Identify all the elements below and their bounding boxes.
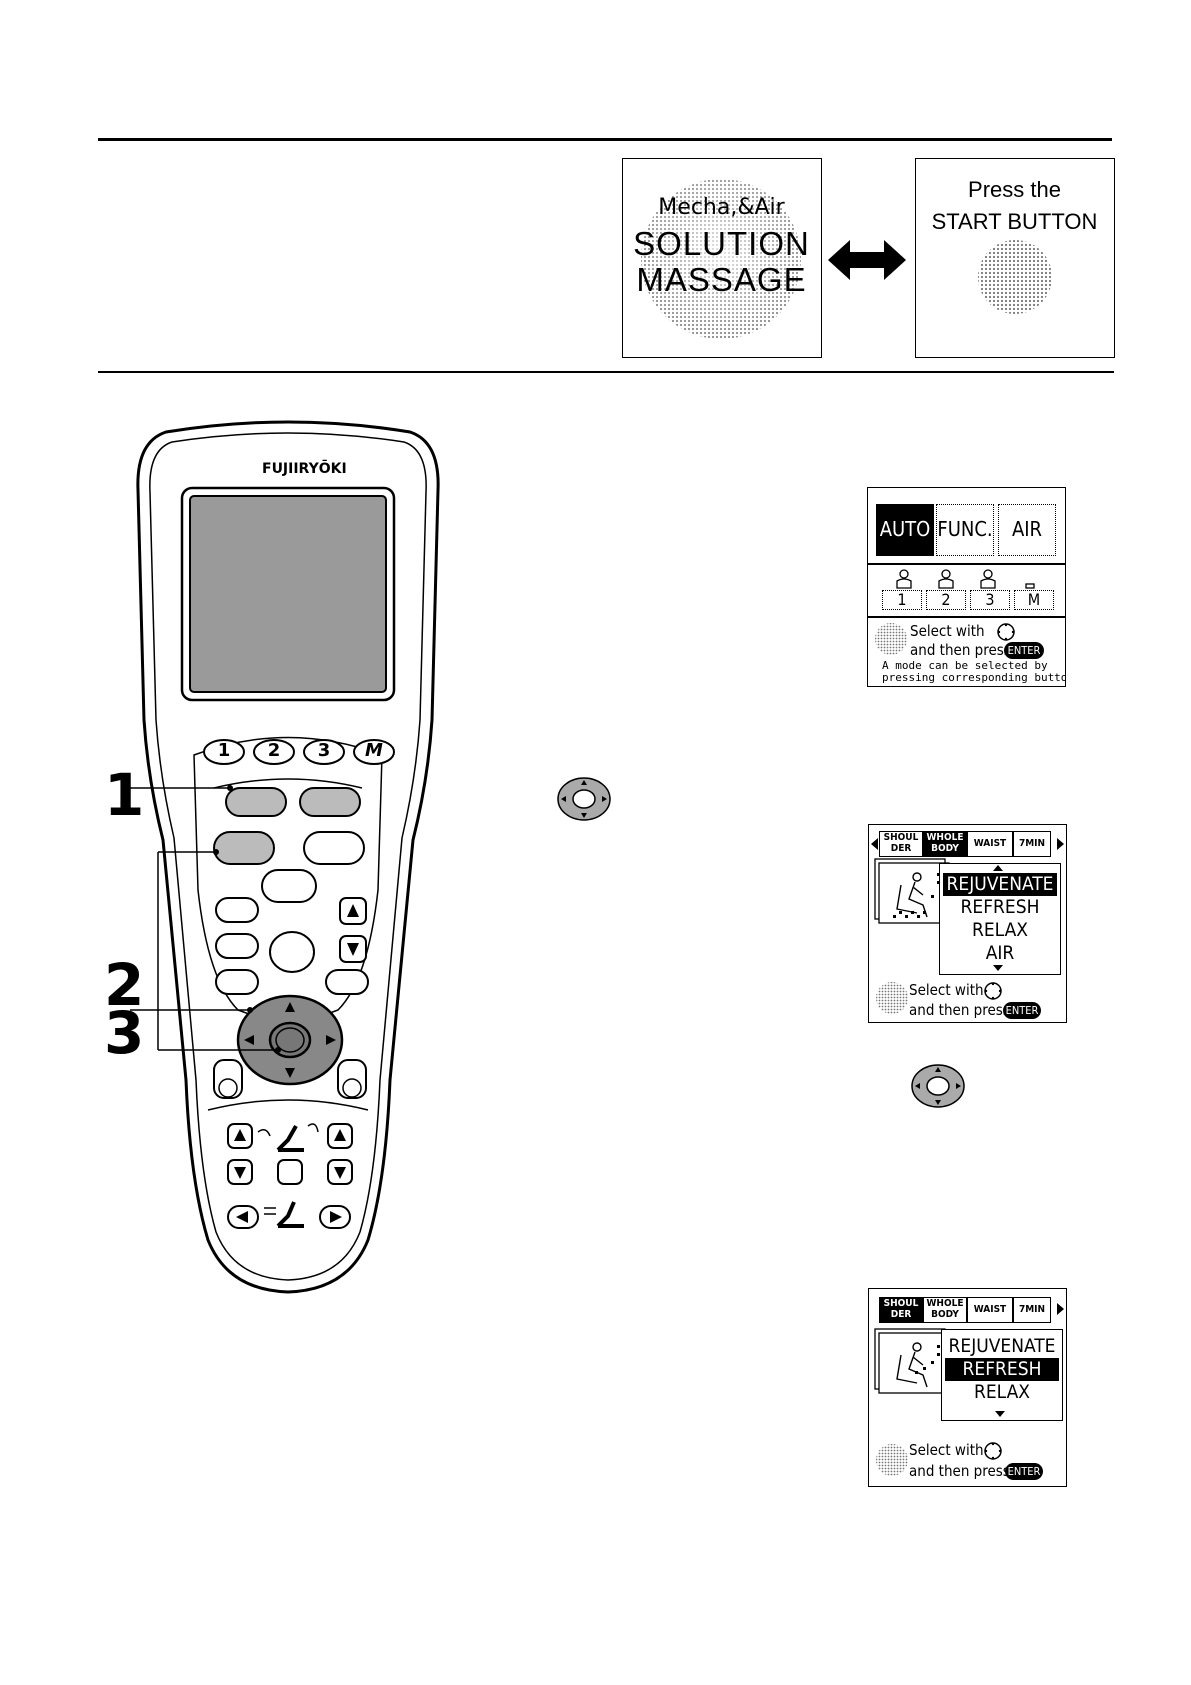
tab-air-label: AIR	[1011, 517, 1043, 541]
program-item[interactable]: REFRESH	[960, 896, 1040, 918]
hint-dot-icon	[876, 1444, 908, 1476]
logo-screen-panel: Mecha,&Air SOLUTION MASSAGE	[622, 158, 822, 358]
program-tab[interactable]: WAIST	[967, 1297, 1013, 1323]
dpad-glyph-icon	[984, 1442, 1002, 1460]
tab-scroll-left-icon[interactable]	[871, 838, 878, 850]
program-item[interactable]: REJUVENATE	[943, 873, 1057, 896]
program-item[interactable]: REFRESH	[945, 1358, 1059, 1381]
tab-scroll-right-icon[interactable]	[1057, 838, 1064, 850]
logo-line-massage: MASSAGE	[636, 261, 807, 298]
list-scroll-down-icon[interactable]	[993, 965, 1003, 971]
callout-leader-lines	[130, 785, 281, 1053]
program-tab-line1: 7MIN	[1018, 1304, 1046, 1315]
start-line-button: START BUTTON	[931, 209, 1098, 234]
enter-badge: ENTER	[1004, 642, 1044, 659]
remote-brand: FUJIIRYŌKI	[262, 461, 347, 477]
program-tab-line2: BODY	[931, 843, 959, 854]
preset-button-m[interactable]: M	[365, 740, 383, 761]
mode-note-line1: A mode can be selected by	[882, 659, 1048, 672]
tab-scroll-right-icon[interactable]	[1057, 1303, 1064, 1315]
tab-auto[interactable]: AUTO	[876, 504, 934, 556]
top-rule	[98, 138, 1112, 141]
enter-badge: ENTER	[1003, 1002, 1041, 1019]
program-item[interactable]: RELAX	[971, 919, 1029, 941]
user-icons	[896, 569, 1035, 589]
callout-3: 3	[104, 999, 145, 1067]
user-slot-2[interactable]: 2	[926, 590, 966, 610]
dpad-glyph-icon	[984, 982, 1002, 1000]
program-item[interactable]: RELAX	[973, 1381, 1031, 1403]
mode-selection-screen: AUTO FUNC. AIR 1 2 3 M Select with and t…	[867, 487, 1066, 687]
enter-badge-label: ENTER	[1007, 1465, 1041, 1478]
program-tab-line1: WHOLE	[926, 832, 964, 843]
callout-2: 2	[104, 951, 145, 1019]
start-screen-panel: Press the START BUTTON	[915, 158, 1115, 358]
toggle-double-arrow-icon	[828, 240, 906, 280]
preset-button-3[interactable]: 3	[317, 740, 331, 761]
program-tab-line2: BODY	[931, 1309, 959, 1320]
dpad-icon	[911, 1064, 965, 1108]
hint-then-press: and then press	[909, 1462, 1010, 1480]
tab-func[interactable]: FUNC.	[936, 504, 994, 556]
program-tab-line1: WAIST	[973, 1304, 1007, 1315]
preset-button-1[interactable]: 1	[217, 740, 231, 761]
hint-dot-icon	[876, 982, 908, 1014]
massage-chair-figure	[874, 858, 950, 924]
program-tab-line1: SHOUL	[883, 1298, 919, 1309]
user-slot-1[interactable]: 1	[882, 590, 922, 610]
preset-button-2[interactable]: 2	[267, 740, 281, 761]
hint-select-with: Select with	[909, 981, 984, 999]
tab-func-label: FUNC.	[937, 517, 993, 541]
logo-line-mecha-air: Mecha,&Air	[658, 195, 785, 220]
program-tab[interactable]: WAIST	[967, 831, 1013, 857]
program-tab-line2: DER	[890, 1309, 912, 1320]
dpad-glyph-icon	[997, 623, 1015, 641]
enter-badge: ENTER	[1005, 1463, 1043, 1480]
tab-air[interactable]: AIR	[998, 504, 1056, 556]
hint-then-press: and then press	[909, 1001, 1010, 1019]
divider	[868, 563, 1065, 565]
section-rule	[98, 371, 1114, 373]
remote-control-illustration	[136, 420, 440, 1294]
program-item[interactable]: REJUVENATE	[948, 1335, 1056, 1357]
mode-note-line2: pressing corresponding button.	[882, 671, 1066, 684]
hint-select-with: Select with	[909, 1441, 984, 1459]
program-tab-line1: WAIST	[973, 838, 1007, 849]
dpad-icon	[557, 777, 611, 821]
program-item[interactable]: AIR	[985, 942, 1015, 964]
callout-1: 1	[104, 761, 145, 829]
hint-dot-icon	[875, 623, 907, 655]
massage-chair-figure	[874, 1328, 950, 1394]
program-tab[interactable]: 7MIN	[1013, 831, 1051, 857]
enter-badge-label: ENTER	[1007, 644, 1041, 657]
enter-badge-label: ENTER	[1005, 1004, 1039, 1017]
list-scroll-up-icon[interactable]	[993, 865, 1003, 871]
tab-auto-label: AUTO	[879, 517, 931, 541]
divider	[868, 616, 1065, 618]
start-line-press: Press the	[968, 177, 1061, 202]
user-slot-m[interactable]: M	[1014, 590, 1054, 610]
list-scroll-down-icon[interactable]	[995, 1411, 1005, 1417]
hint-then-press: and then press	[910, 641, 1011, 659]
program-tab-line1: WHOLE	[926, 1298, 964, 1309]
hint-select-with: Select with	[910, 622, 985, 640]
start-button-icon	[978, 240, 1052, 314]
logo-halftone-circle	[641, 179, 801, 339]
program-tab-line2: DER	[890, 843, 912, 854]
program-tab-line1: 7MIN	[1018, 838, 1046, 849]
program-tab-line1: SHOUL	[883, 832, 919, 843]
logo-line-solution: SOLUTION	[633, 225, 810, 262]
user-slot-3[interactable]: 3	[970, 590, 1010, 610]
program-tab[interactable]: 7MIN	[1013, 1297, 1051, 1323]
